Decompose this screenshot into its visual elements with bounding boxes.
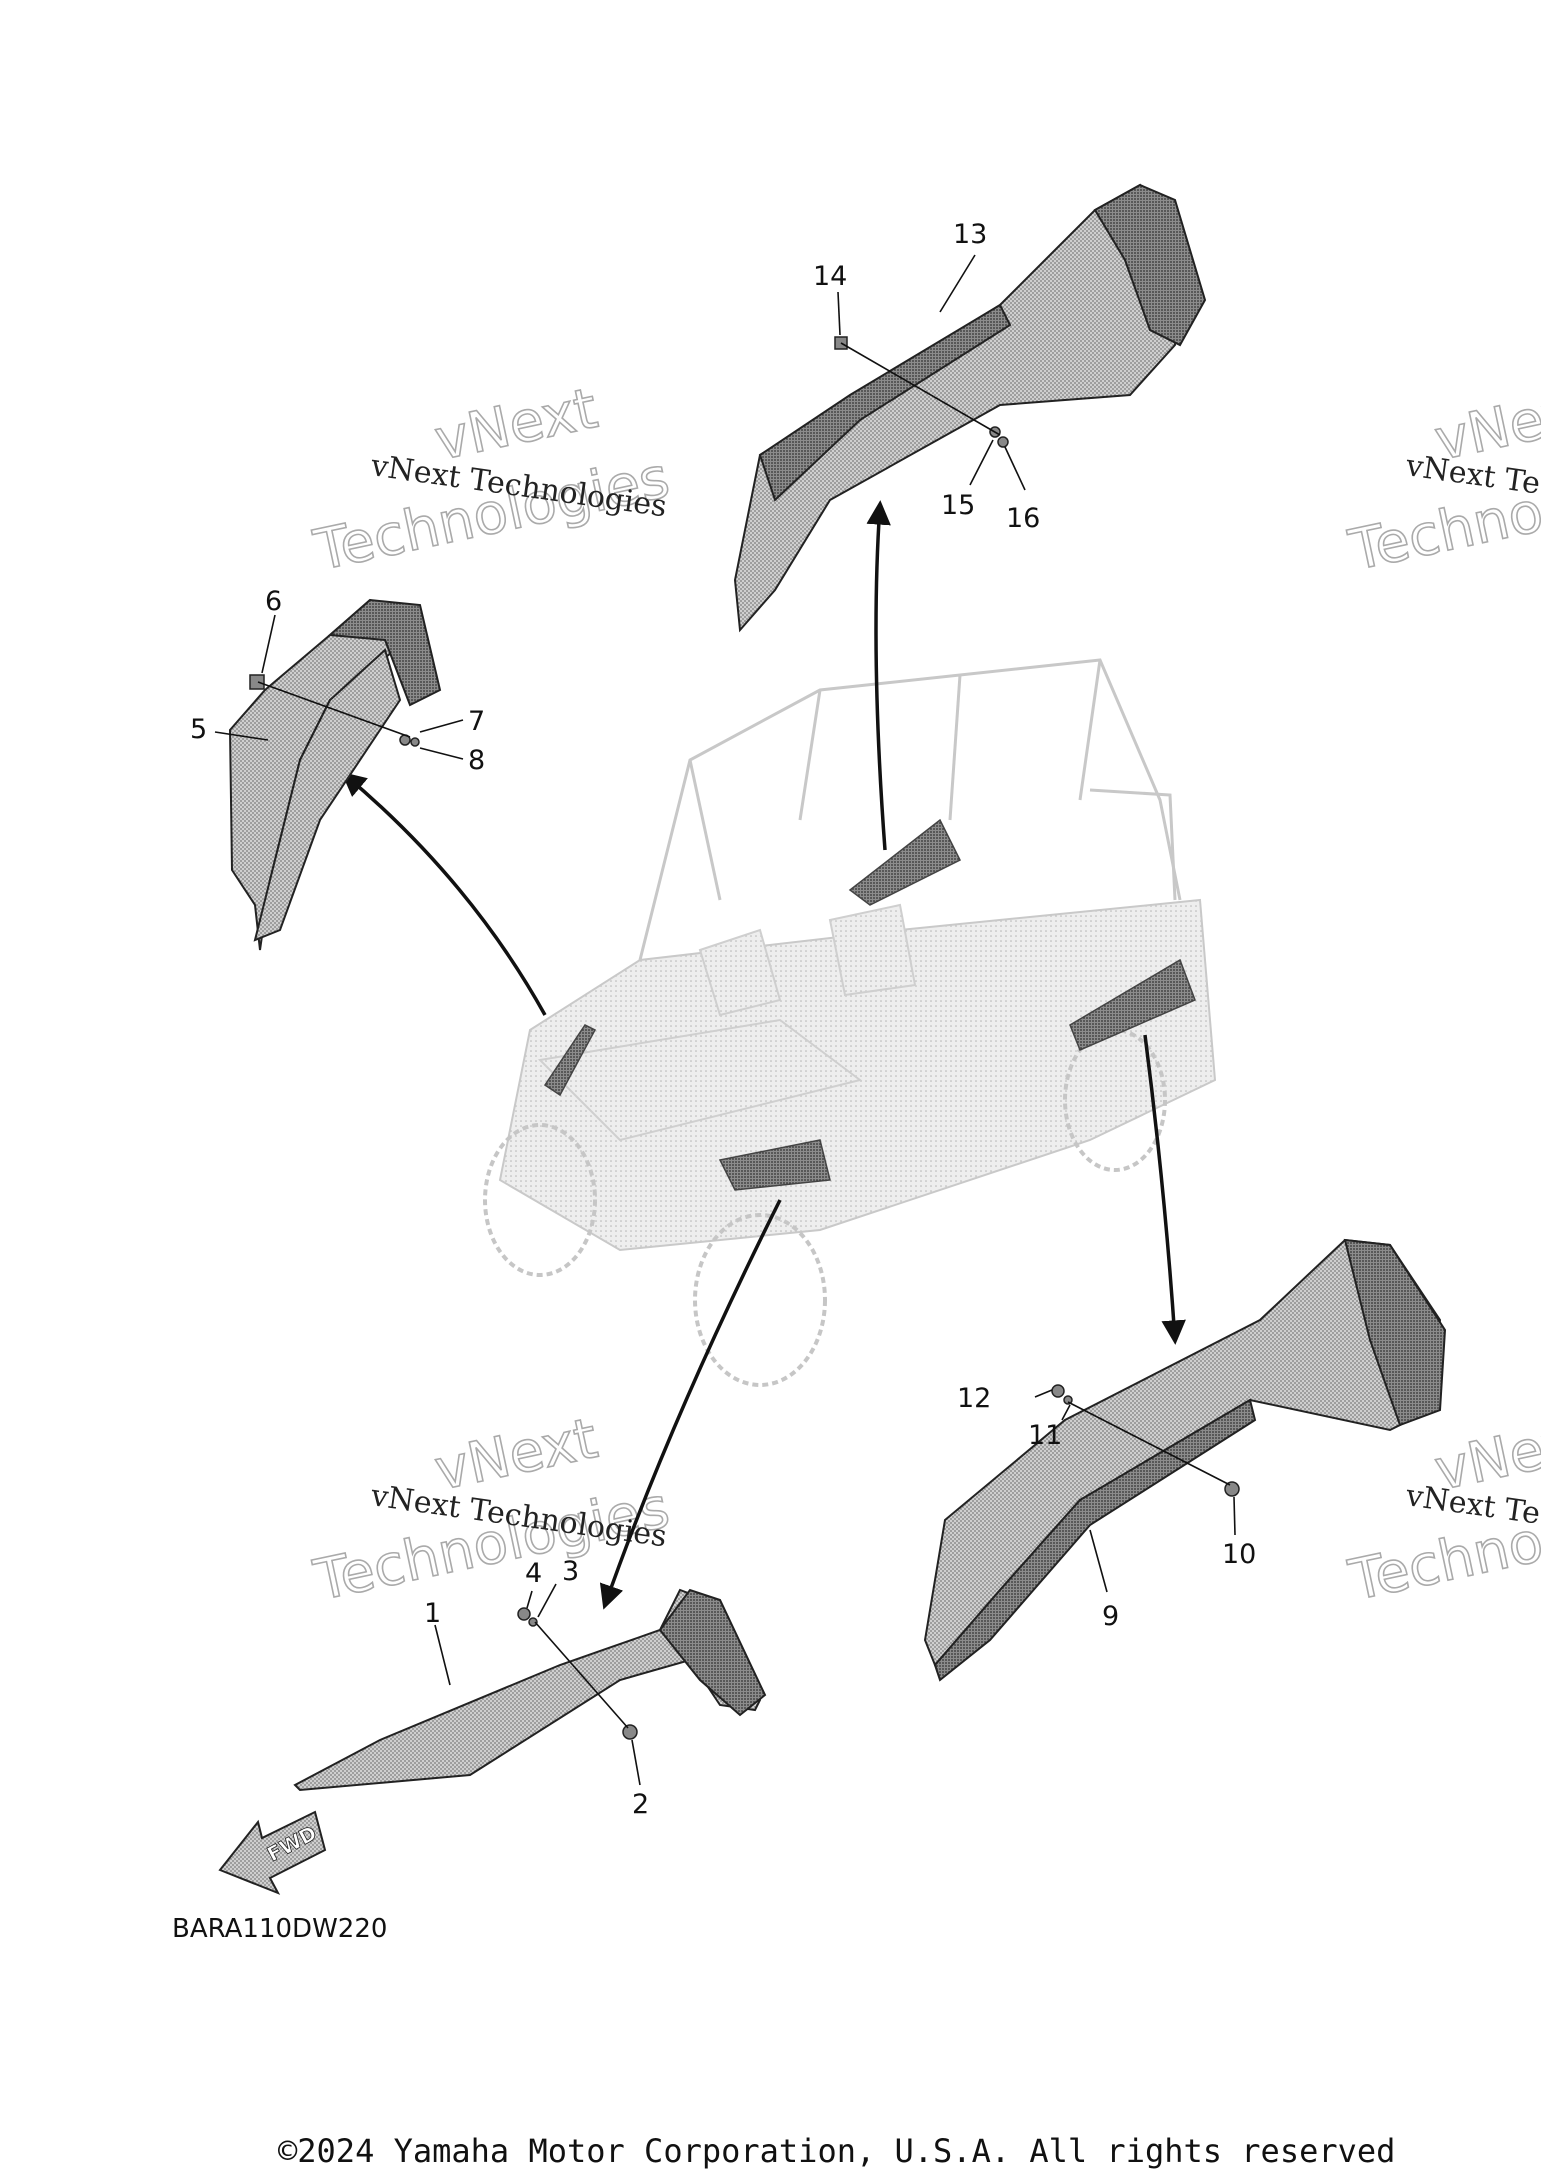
front-flare-left <box>228 598 442 951</box>
callout-5: 5 <box>190 714 207 745</box>
watermark-top-right: vNext Technologies vNext Technologies <box>1343 375 1541 584</box>
watermark-bottom-right: vNext Technologies vNext Technologies <box>1343 1405 1541 1614</box>
callout-13: 13 <box>953 219 987 250</box>
vehicle-ghost <box>483 658 1217 1387</box>
rear-flare-upper <box>733 183 1207 633</box>
fwd-arrow: FWD <box>218 1810 327 1895</box>
front-flare-lower <box>293 1588 767 1792</box>
explode-arrows <box>341 500 1186 1610</box>
copyright-notice: ©2024 Yamaha Motor Corporation, U.S.A. A… <box>278 2132 1396 2170</box>
callout-6: 6 <box>265 586 282 617</box>
callout-8: 8 <box>468 745 485 776</box>
watermark-top-left: vNext Technologies vNext Technologies <box>308 375 676 584</box>
callout-11: 11 <box>1028 1420 1062 1451</box>
callout-14: 14 <box>813 261 847 292</box>
callout-7: 7 <box>468 706 485 737</box>
callout-12: 12 <box>957 1383 991 1414</box>
callout-10: 10 <box>1222 1539 1256 1570</box>
callout-9: 9 <box>1102 1601 1119 1632</box>
callout-labels: 1 2 3 4 5 6 7 8 9 10 11 12 13 14 15 16 <box>190 219 1256 1820</box>
callout-2: 2 <box>632 1789 649 1820</box>
watermark-bottom-left: vNext Technologies vNext Technologies <box>308 1405 676 1614</box>
fasteners <box>249 336 1240 1740</box>
callout-3: 3 <box>562 1556 579 1587</box>
diagram-code: BARA110DW220 <box>172 1914 387 1944</box>
callout-1: 1 <box>424 1598 441 1629</box>
callout-16: 16 <box>1006 503 1040 534</box>
leader-lines <box>214 254 1236 1786</box>
callout-4: 4 <box>525 1558 542 1589</box>
rear-flare-lower <box>923 1238 1447 1682</box>
callout-15: 15 <box>941 490 975 521</box>
